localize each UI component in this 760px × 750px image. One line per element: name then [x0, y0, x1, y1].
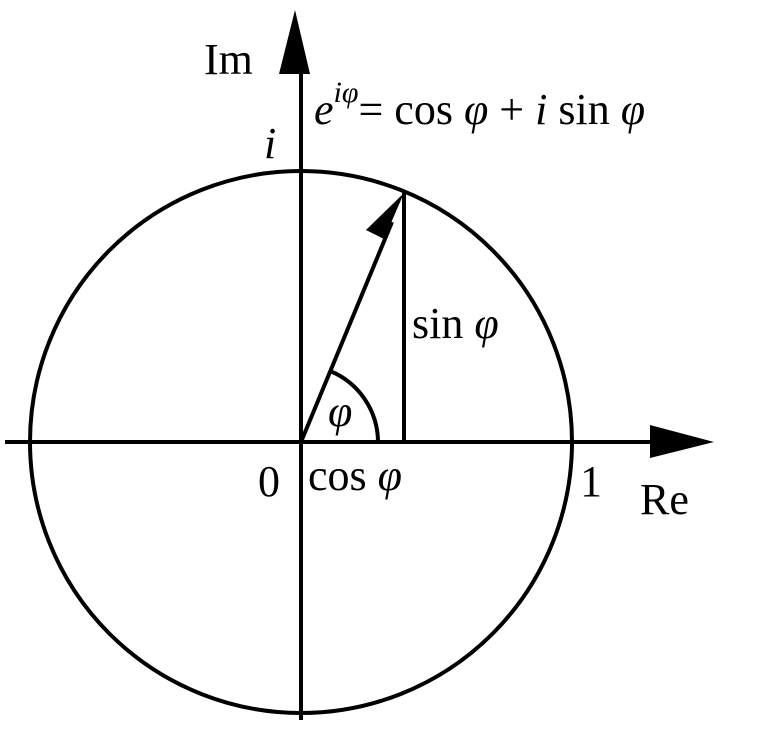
- cos-label: cos φ: [308, 451, 402, 500]
- imaginary-axis-arrowhead: [279, 10, 310, 74]
- im-axis-label: Im: [204, 35, 253, 84]
- unit-vector: [299, 221, 394, 443]
- origin-label: 0: [258, 457, 280, 506]
- one-label: 1: [580, 457, 602, 506]
- angle-label: φ: [328, 387, 352, 436]
- imaginary-unit-label: i: [264, 119, 276, 168]
- real-axis-arrowhead: [650, 425, 714, 458]
- unit-vector-arrowhead: [366, 193, 404, 239]
- euler-formula: eiφ= cos φ + i sin φ: [314, 76, 645, 134]
- sin-label: sin φ: [412, 299, 499, 348]
- re-axis-label: Re: [640, 475, 689, 524]
- angle-arc: [329, 369, 380, 443]
